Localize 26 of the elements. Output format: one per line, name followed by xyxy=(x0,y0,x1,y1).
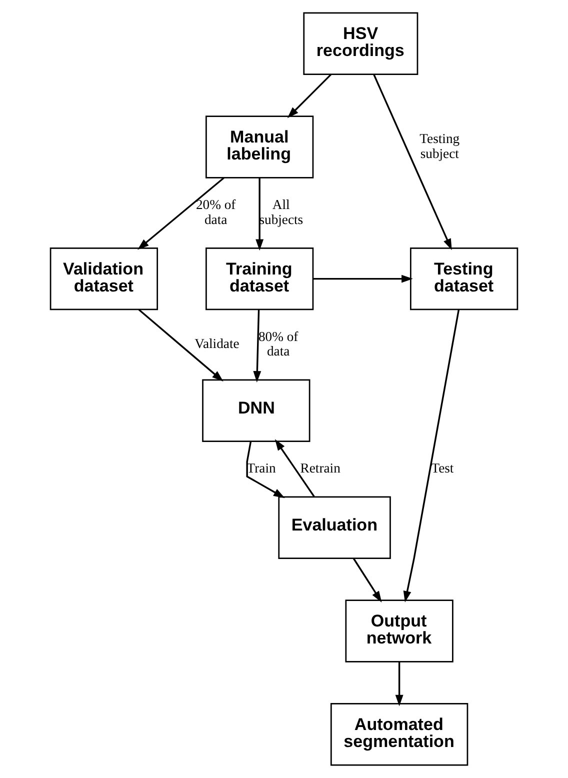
node-box: Manual labeling xyxy=(206,116,314,178)
arrow xyxy=(274,439,315,498)
arrow xyxy=(256,178,264,251)
arrow xyxy=(137,177,224,250)
edge-label: Validate xyxy=(194,336,240,352)
edge-label: Testing subject xyxy=(420,131,460,161)
edge-label: Test xyxy=(431,460,454,476)
node-box: Output network xyxy=(345,600,454,662)
edge-label: Retrain xyxy=(300,460,340,476)
arrow xyxy=(352,558,382,602)
arrow xyxy=(138,309,224,382)
node-box: Evaluation xyxy=(278,496,391,559)
node-box: Validation dataset xyxy=(50,247,158,310)
arrow xyxy=(373,74,452,250)
arrow xyxy=(253,310,262,382)
node-box: HSV recordings xyxy=(303,12,418,75)
node-box: Training dataset xyxy=(206,247,314,310)
arrow xyxy=(395,662,404,706)
node-box: Testing dataset xyxy=(410,247,518,310)
node-box: DNN xyxy=(202,379,310,442)
edge-label: 80% of data xyxy=(258,328,298,359)
edge-label: 20% of data xyxy=(196,197,236,227)
node-box: Automated segmentation xyxy=(330,703,468,766)
arrow xyxy=(313,274,413,283)
arrow xyxy=(287,74,332,118)
arrow xyxy=(403,310,460,602)
